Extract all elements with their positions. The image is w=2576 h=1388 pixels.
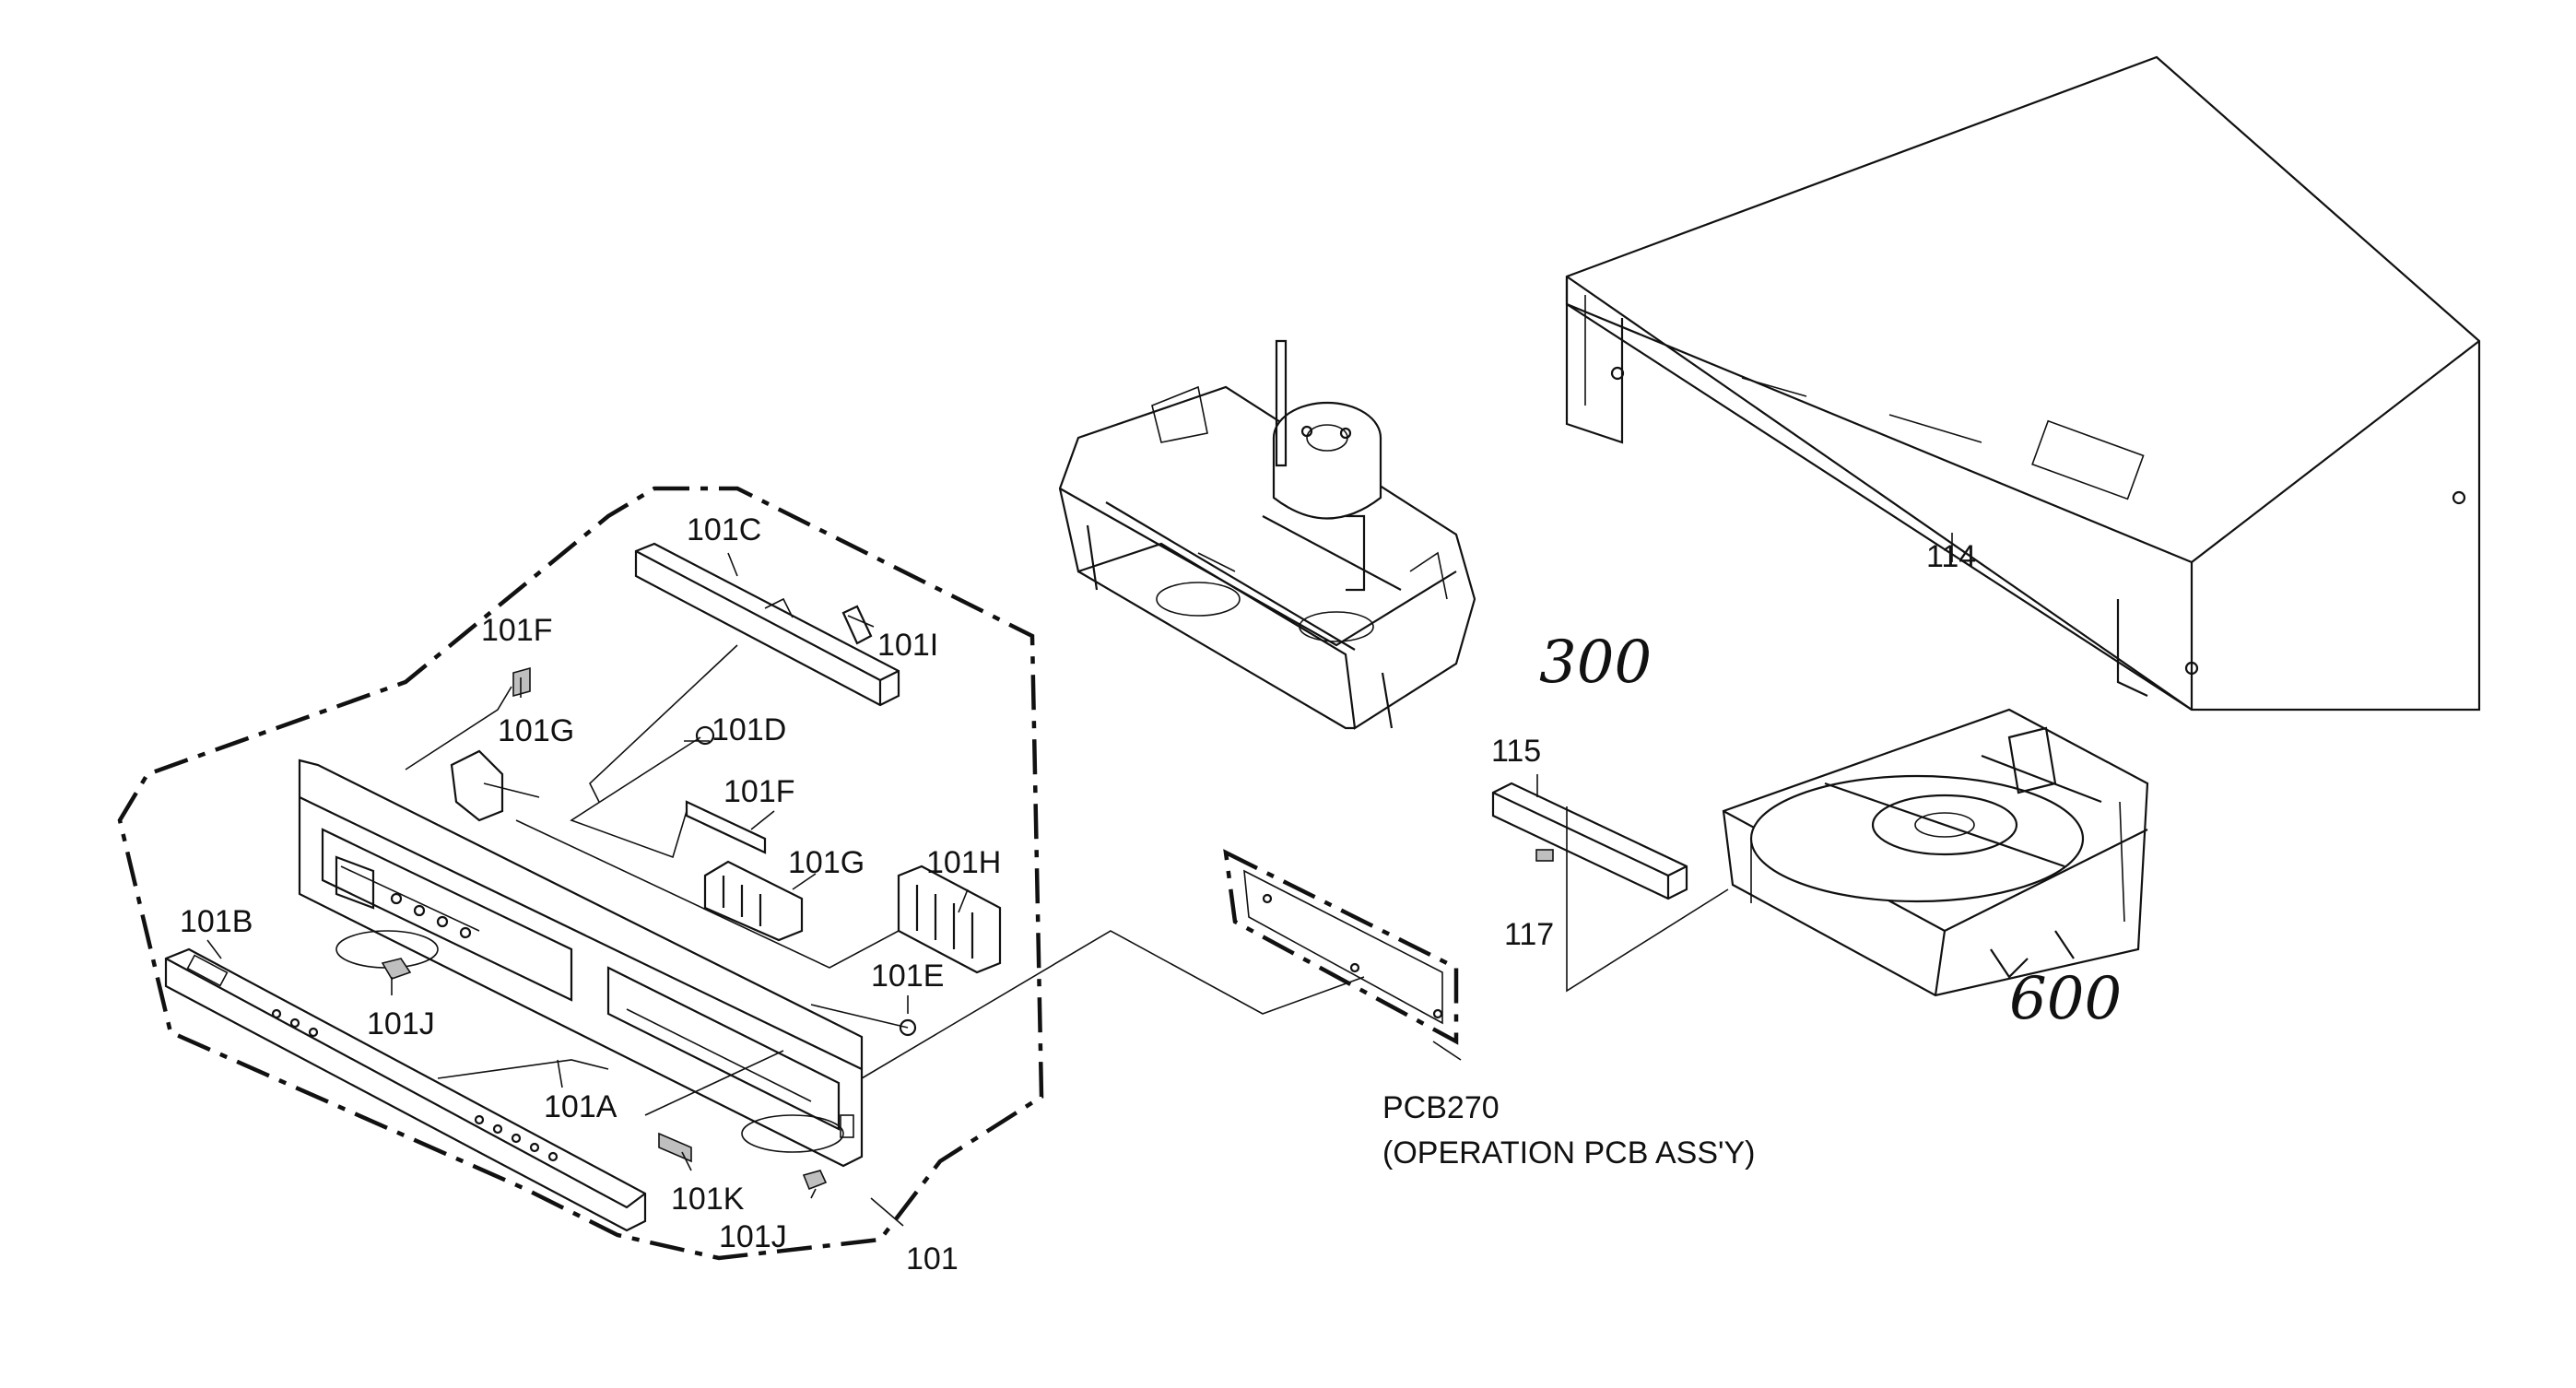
label-101A: 101A xyxy=(544,1089,618,1124)
part-101J-b xyxy=(802,1170,828,1191)
label-115: 115 xyxy=(1491,734,1541,769)
label-pcb270-description: (OPERATION PCB ASS'Y) xyxy=(1382,1135,1756,1170)
dvd-loader-600 xyxy=(1722,708,2149,997)
vcr-mechanism-300 xyxy=(1058,339,1476,730)
label-pcb270: PCB270 xyxy=(1382,1090,1500,1125)
label-101H: 101H xyxy=(926,845,1001,880)
front-panel-group-101 xyxy=(117,486,1044,1261)
label-101D: 101D xyxy=(712,712,786,747)
label-101G-b: 101G xyxy=(788,845,865,880)
label-101I: 101I xyxy=(877,628,938,663)
top-cover-114 xyxy=(1565,55,2481,712)
part-101G-a xyxy=(450,749,504,822)
label-117: 117 xyxy=(1504,917,1554,952)
label-101E: 101E xyxy=(871,959,944,994)
label-101G-a: 101G xyxy=(498,713,574,748)
part-101K xyxy=(658,1132,692,1163)
part-101F-a xyxy=(512,666,531,698)
part-101D xyxy=(695,725,715,746)
leader-lines xyxy=(206,533,1953,1227)
operation-pcb-270 xyxy=(1223,849,1459,1045)
label-300: 300 xyxy=(1539,629,1652,697)
part-101G-b xyxy=(703,860,804,942)
label-101: 101 xyxy=(906,1241,959,1276)
label-101F-a: 101F xyxy=(481,613,553,648)
label-101J-b: 101J xyxy=(719,1219,787,1254)
label-101C: 101C xyxy=(687,512,761,547)
label-114: 114 xyxy=(1926,539,1976,574)
part-101I xyxy=(841,605,873,645)
part-101J-a xyxy=(381,958,412,980)
part-115-bar xyxy=(1491,782,1688,900)
part-117 xyxy=(1535,849,1554,862)
part-101H xyxy=(897,865,1002,974)
label-101B: 101B xyxy=(180,904,253,939)
label-600: 600 xyxy=(2009,965,2122,1033)
label-101F-b: 101F xyxy=(723,774,795,809)
label-101K: 101K xyxy=(671,1182,745,1217)
label-101J-a: 101J xyxy=(367,1006,435,1041)
